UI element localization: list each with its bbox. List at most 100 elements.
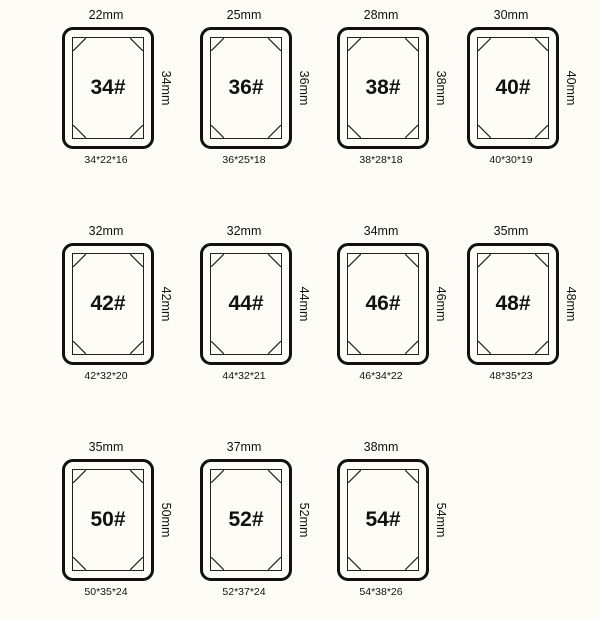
corner-mark-icon [348, 341, 361, 354]
dimensions-label: 38*28*18 [359, 154, 403, 166]
size-number: 42# [90, 292, 126, 315]
corner-mark-icon [478, 38, 491, 51]
frame-outline: 52# [200, 459, 292, 581]
corner-mark-icon [348, 254, 361, 267]
corner-mark-icon [268, 557, 281, 570]
frame-outline: 50# [62, 459, 154, 581]
dimensions-label: 34*22*16 [84, 154, 128, 166]
corner-mark-icon [130, 341, 143, 354]
corner-mark-icon [73, 254, 86, 267]
dimensions-label: 46*34*22 [359, 370, 403, 382]
corner-mark-icon [268, 38, 281, 51]
frame-inner: 38# [347, 37, 419, 139]
frame-inner: 40# [477, 37, 549, 139]
dimensions-label: 44*32*21 [222, 370, 266, 382]
corner-mark-icon [130, 470, 143, 483]
frame-inner: 46# [347, 253, 419, 355]
frame-outline: 36# [200, 27, 292, 149]
size-number: 52# [228, 508, 264, 531]
corner-mark-icon [73, 341, 86, 354]
height-label: 40mm [564, 70, 578, 106]
frame-outline: 38# [337, 27, 429, 149]
dimensions-label: 42*32*20 [84, 370, 128, 382]
corner-mark-icon [268, 470, 281, 483]
corner-mark-icon [405, 557, 418, 570]
frame-outline: 42# [62, 243, 154, 365]
corner-mark-icon [73, 470, 86, 483]
frame-outline: 48# [467, 243, 559, 365]
dimensions-label: 52*37*24 [222, 586, 266, 598]
width-label: 34mm [363, 224, 399, 238]
dimensions-label: 36*25*18 [222, 154, 266, 166]
height-label: 36mm [297, 70, 311, 106]
corner-mark-icon [211, 254, 224, 267]
height-label: 54mm [434, 502, 448, 538]
size-card-40: 30mm 40# 40mm 40*30*19 [455, 8, 595, 188]
corner-mark-icon [348, 38, 361, 51]
corner-mark-icon [405, 254, 418, 267]
frame-outline: 40# [467, 27, 559, 149]
corner-mark-icon [535, 254, 548, 267]
corner-mark-icon [405, 470, 418, 483]
dimensions-label: 54*38*26 [359, 586, 403, 598]
width-label: 35mm [88, 440, 124, 454]
size-number: 36# [228, 76, 264, 99]
corner-mark-icon [268, 341, 281, 354]
corner-mark-icon [130, 38, 143, 51]
corner-mark-icon [348, 557, 361, 570]
frame-inner: 42# [72, 253, 144, 355]
frame-inner: 44# [210, 253, 282, 355]
corner-mark-icon [130, 557, 143, 570]
corner-mark-icon [211, 557, 224, 570]
size-number: 54# [365, 508, 401, 531]
size-card-54: 38mm 54# 54mm 54*38*26 [325, 440, 465, 620]
corner-mark-icon [211, 341, 224, 354]
dimensions-label: 40*30*19 [489, 154, 533, 166]
width-label: 35mm [493, 224, 529, 238]
size-card-34: 22mm 34# 34mm 34*22*16 [50, 8, 190, 188]
size-number: 34# [90, 76, 126, 99]
frame-outline: 44# [200, 243, 292, 365]
dimensions-label: 50*35*24 [84, 586, 128, 598]
width-label: 32mm [88, 224, 124, 238]
width-label: 25mm [226, 8, 262, 22]
height-label: 38mm [434, 70, 448, 106]
size-card-50: 35mm 50# 50mm 50*35*24 [50, 440, 190, 620]
size-number: 40# [495, 76, 531, 99]
height-label: 42mm [159, 286, 173, 322]
corner-mark-icon [211, 38, 224, 51]
corner-mark-icon [268, 254, 281, 267]
height-label: 52mm [297, 502, 311, 538]
corner-mark-icon [405, 341, 418, 354]
width-label: 32mm [226, 224, 262, 238]
corner-mark-icon [73, 557, 86, 570]
size-number: 48# [495, 292, 531, 315]
frame-inner: 48# [477, 253, 549, 355]
width-label: 37mm [226, 440, 262, 454]
corner-mark-icon [73, 38, 86, 51]
frame-outline: 46# [337, 243, 429, 365]
corner-mark-icon [405, 38, 418, 51]
corner-mark-icon [130, 254, 143, 267]
corner-mark-icon [348, 125, 361, 138]
size-card-44: 32mm 44# 44mm 44*32*21 [188, 224, 328, 404]
corner-mark-icon [268, 125, 281, 138]
height-label: 44mm [297, 286, 311, 322]
frame-inner: 50# [72, 469, 144, 571]
corner-mark-icon [478, 254, 491, 267]
size-card-46: 34mm 46# 46mm 46*34*22 [325, 224, 465, 404]
corner-mark-icon [535, 341, 548, 354]
corner-mark-icon [535, 38, 548, 51]
corner-mark-icon [73, 125, 86, 138]
size-card-38: 28mm 38# 38mm 38*28*18 [325, 8, 465, 188]
size-chart-grid: 22mm 34# 34mm 34*22*16 25mm 36# 36mm [50, 8, 595, 598]
corner-mark-icon [478, 125, 491, 138]
frame-inner: 54# [347, 469, 419, 571]
corner-mark-icon [211, 470, 224, 483]
corner-mark-icon [478, 341, 491, 354]
width-label: 38mm [363, 440, 399, 454]
dimensions-label: 48*35*23 [489, 370, 533, 382]
size-number: 38# [365, 76, 401, 99]
size-number: 50# [90, 508, 126, 531]
frame-outline: 54# [337, 459, 429, 581]
